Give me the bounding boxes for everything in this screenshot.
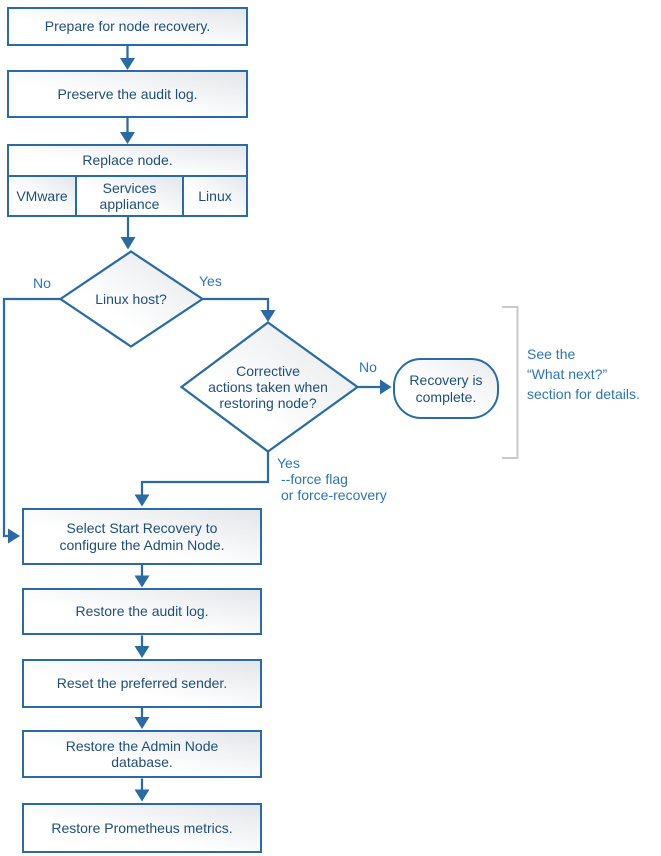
option-label: VMware	[16, 187, 68, 204]
arrowhead-down-icon	[120, 132, 135, 144]
step-line: database.	[111, 754, 173, 770]
terminator-line: complete.	[415, 388, 477, 405]
option-label: Linux	[198, 187, 232, 204]
decision-question: Linux host?	[95, 290, 167, 307]
replace-option-vmware: VMware	[7, 175, 77, 217]
step-line: configure the Admin Node.	[59, 536, 225, 553]
note-line: “What next?”	[527, 366, 608, 382]
note-line: section for details.	[527, 386, 640, 402]
decision-question-line: Corrective	[236, 362, 300, 379]
step-line: Restore the Admin Node	[65, 737, 219, 754]
option-label: Services appliance	[99, 179, 160, 212]
arrowhead-down-icon	[120, 58, 135, 70]
arrowhead-down-icon	[120, 237, 136, 250]
step-restore-admin-node-database: Restore the Admin Node database.	[22, 730, 262, 778]
arrowhead-right-icon	[380, 379, 392, 395]
connector-yes-branch-corrective	[140, 451, 270, 495]
branch-label-no-corrective: No	[359, 359, 377, 375]
arrowhead-down-icon	[134, 646, 150, 658]
step-restore-prometheus-metrics: Restore Prometheus metrics.	[22, 803, 262, 853]
step-label: Reset the preferred sender.	[56, 675, 228, 692]
what-next-note: See the “What next?” section for details…	[527, 344, 640, 404]
step-label: Restore Prometheus metrics.	[51, 819, 233, 836]
note-line: See the	[527, 346, 576, 362]
connector-yes-branch-linux-host	[202, 297, 270, 311]
connector-no-branch-linux-host	[2, 297, 61, 538]
step-reset-preferred-sender: Reset the preferred sender.	[22, 659, 262, 708]
step-label: Preserve the audit log.	[57, 85, 198, 102]
arrowhead-right-icon	[8, 528, 20, 544]
branch-label-yes-corrective: Yes	[277, 455, 300, 471]
step-restore-audit-log: Restore the audit log.	[22, 588, 262, 635]
decision-label-linux-host: Linux host?	[66, 285, 196, 313]
step-replace-node: Replace node.	[7, 144, 248, 177]
replace-option-linux: Linux	[182, 175, 248, 217]
arrowhead-down-icon	[260, 310, 276, 322]
step-prepare-node-recovery: Prepare for node recovery.	[7, 7, 248, 46]
step-label: Replace node.	[82, 152, 173, 169]
step-start-recovery: Select Start Recovery to configure the A…	[22, 508, 262, 565]
decision-question-line: restoring node?	[219, 395, 317, 412]
replace-option-services-appliance: Services appliance	[75, 175, 184, 217]
arrowhead-down-icon	[134, 575, 150, 588]
arrowhead-down-icon	[134, 789, 150, 802]
decision-question-line: actions taken when	[208, 378, 328, 395]
step-preserve-audit-log: Preserve the audit log.	[7, 70, 248, 118]
branch-label-no-linux-host: No	[33, 275, 51, 291]
note-bracket	[502, 306, 519, 459]
force-flag-annotation: --force flag or force-recovery	[281, 471, 387, 503]
annotation-line: or force-recovery	[281, 486, 387, 503]
arrowhead-down-icon	[134, 717, 150, 729]
step-label: Restore the audit log.	[75, 603, 209, 620]
annotation-line: --force flag	[281, 471, 348, 487]
branch-label-yes-linux-host: Yes	[199, 273, 222, 289]
step-line: Select Start Recovery to	[66, 520, 218, 537]
step-label: Prepare for node recovery.	[44, 18, 211, 35]
terminator-recovery-complete: Recovery is complete.	[393, 358, 499, 419]
arrowhead-down-icon	[134, 494, 150, 507]
terminator-line: Recovery is	[409, 372, 483, 389]
decision-diamond-linux-host	[58, 250, 205, 348]
decision-label-corrective-actions: Corrective actions taken when restoring …	[188, 362, 348, 412]
